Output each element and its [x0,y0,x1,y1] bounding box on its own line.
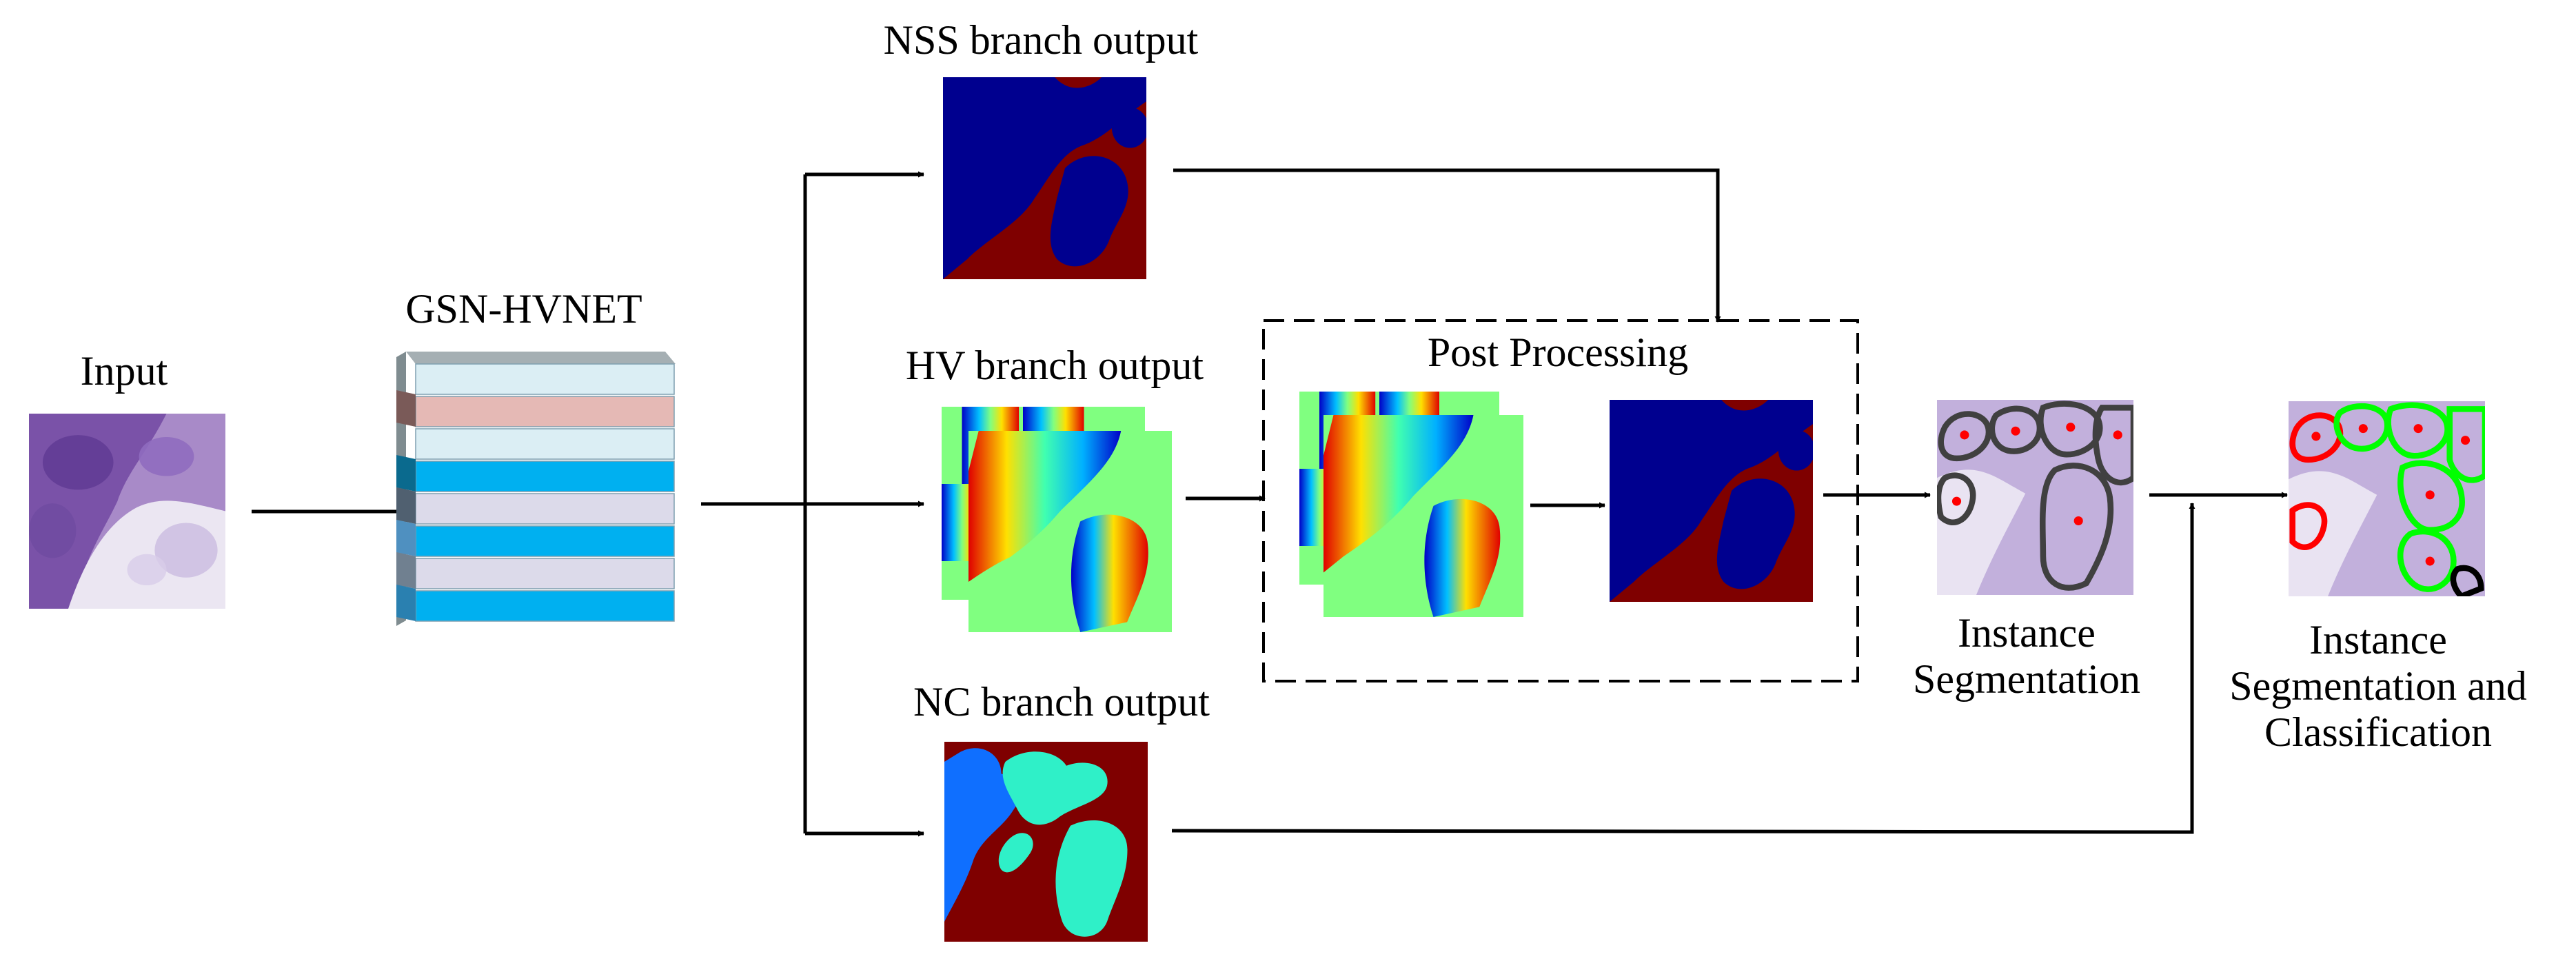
instance-segmentation-image [1937,400,2133,595]
post-nss-image [1610,400,1813,602]
post-processing-label: Post Processing [1427,330,1689,375]
hv-output-label: HV branch output [905,343,1204,388]
instance-seg-class-label: Instance Segmentation and Classification [2229,617,2527,756]
hv-output-image-front [968,431,1172,632]
instance-segmentation-label: Instance Segmentation [1913,610,2140,702]
post-hv-image-front [1324,415,1523,617]
post-processing-box [1262,319,1859,682]
network-label: GSN-HVNET [405,286,642,332]
nss-output-image [943,77,1146,279]
input-label: Input [80,348,168,394]
nc-output-label: NC branch output [913,679,1210,725]
arrow-nss-to-post [1173,168,1721,323]
instance-classification-image [2289,401,2485,596]
arrow-nc-to-class [1171,503,2195,834]
nss-output-label: NSS branch output [883,17,1199,63]
nc-output-image [944,742,1148,942]
network-stack [396,352,676,631]
input-image [29,414,225,609]
